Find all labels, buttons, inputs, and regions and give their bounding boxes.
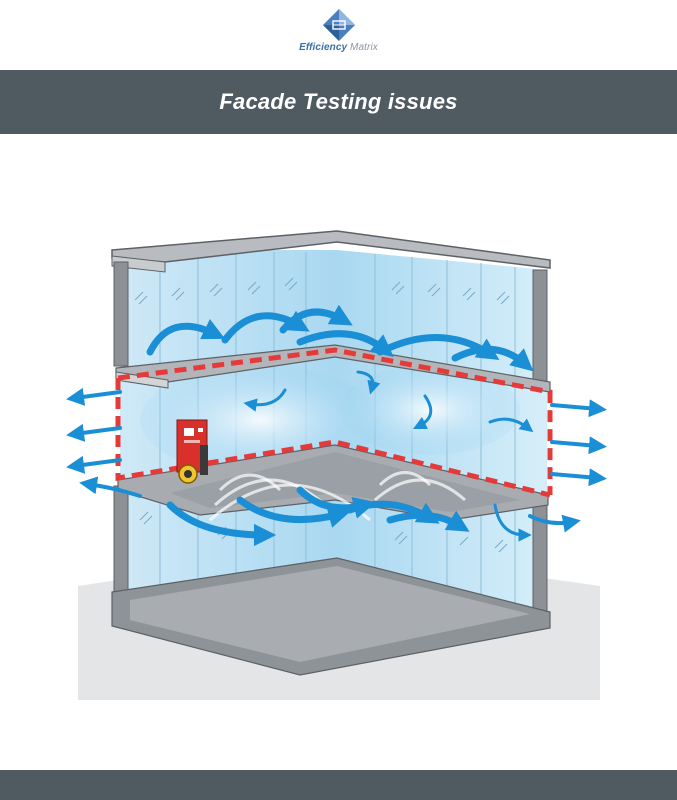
page-title: Facade Testing issues: [219, 89, 458, 114]
ground-slab-top: [130, 566, 530, 662]
roof-slab-edge: [111, 255, 166, 273]
left-column-upper: [113, 261, 129, 367]
left-column-lower: [113, 485, 129, 607]
footer-bar: [0, 770, 677, 800]
title-banner: Facade Testing issues: [0, 70, 677, 134]
diamond-logo-icon: [322, 9, 355, 41]
lower-slab-top: [170, 452, 520, 512]
brand-logo: Efficiency Matrix: [0, 8, 677, 64]
right-column-upper: [532, 269, 548, 383]
airflow-arrow-icon: [66, 304, 607, 547]
brand-name: Efficiency Matrix: [299, 42, 378, 53]
facade-diagram: [66, 230, 607, 700]
blower-door-fan-icon: [176, 419, 208, 484]
